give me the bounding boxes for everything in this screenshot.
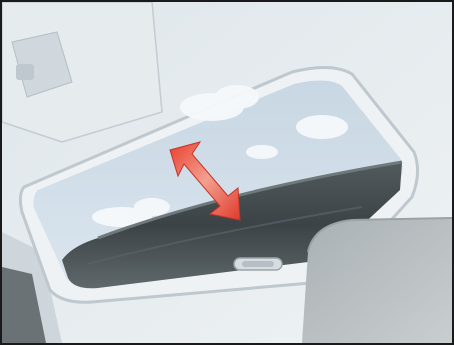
seat-headrest [302, 218, 452, 343]
light-button [16, 64, 34, 80]
sunroof-scene [2, 2, 452, 343]
handle-recess [242, 261, 274, 267]
